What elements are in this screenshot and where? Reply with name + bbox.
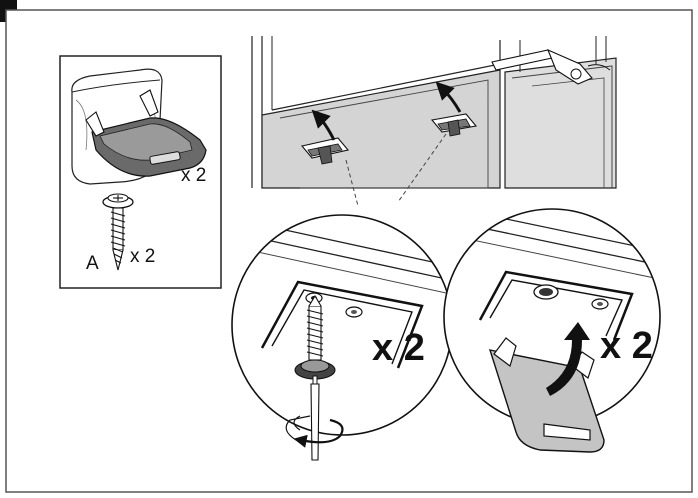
hinge-icon: [491, 48, 611, 85]
detail-circle-right: x 2: [443, 208, 661, 453]
screw-quantity-label: x 2: [130, 246, 155, 267]
foot-quantity-label: x 2: [181, 165, 206, 186]
rotate-arrow-right-icon: [435, 81, 462, 113]
detail-circle-left: x 2: [231, 214, 453, 461]
rotate-arrow-screwdriver-icon: [285, 415, 311, 441]
screwdriver-icon: [310, 375, 320, 461]
rotate-arrow-left-icon: [311, 109, 336, 141]
leader-line-left: [345, 159, 359, 207]
parts-box: x 2 A x 2: [59, 55, 222, 289]
screw-letter-label: A: [86, 253, 99, 274]
detail-foot-icon: [488, 337, 605, 453]
detail-right-quantity: x 2: [600, 325, 653, 367]
appliance-view: [251, 36, 617, 207]
foot-left-small: [300, 137, 350, 165]
rotate-arrow-up-icon: [546, 322, 590, 396]
bag-with-foot-icon: [71, 68, 207, 185]
screw-icon: [102, 193, 134, 271]
detail-left-quantity: x 2: [372, 327, 425, 369]
foot-right-small: [430, 113, 478, 137]
detail-screw-icon: [294, 294, 336, 380]
